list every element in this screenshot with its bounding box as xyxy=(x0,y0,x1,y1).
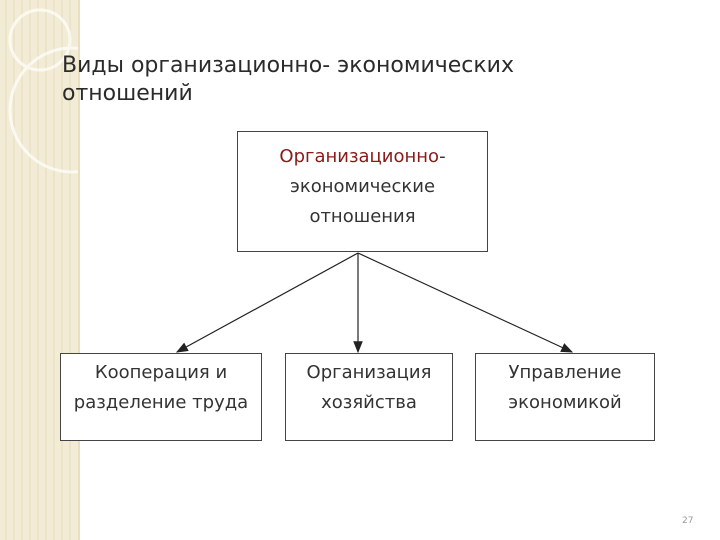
child-1-line-1: Кооперация и xyxy=(94,362,228,383)
child-2-line-2: хозяйства xyxy=(321,392,417,413)
band-divider xyxy=(78,0,80,540)
slide-title: Виды организационно- экономических отнош… xyxy=(62,53,514,106)
arrow-to-cooperation xyxy=(175,252,359,353)
child-node-cooperation: Кооперация и разделение труда xyxy=(60,353,262,441)
child-node-organization: Организация хозяйства xyxy=(285,353,453,441)
root-line-3: отношения xyxy=(309,206,416,227)
root-line-2: экономические xyxy=(289,176,436,197)
root-line-1-accent: Организационно xyxy=(279,146,440,167)
decorative-side-band xyxy=(0,0,80,540)
child-2-line-1: Организация xyxy=(306,362,432,383)
child-1-line-2: разделение труда xyxy=(73,392,249,413)
root-node: Организационно- экономические отношения xyxy=(237,131,488,252)
child-3-line-2: экономикой xyxy=(508,392,622,413)
arrow-to-management xyxy=(357,252,574,353)
child-3-line-1: Управление xyxy=(508,362,622,383)
root-line-1-hyphen: - xyxy=(439,146,446,167)
child-node-management: Управление экономикой xyxy=(475,353,655,441)
page-number: 27 xyxy=(682,516,694,526)
root-line-1: Организационно- xyxy=(238,142,487,172)
decorative-pattern xyxy=(5,0,80,540)
